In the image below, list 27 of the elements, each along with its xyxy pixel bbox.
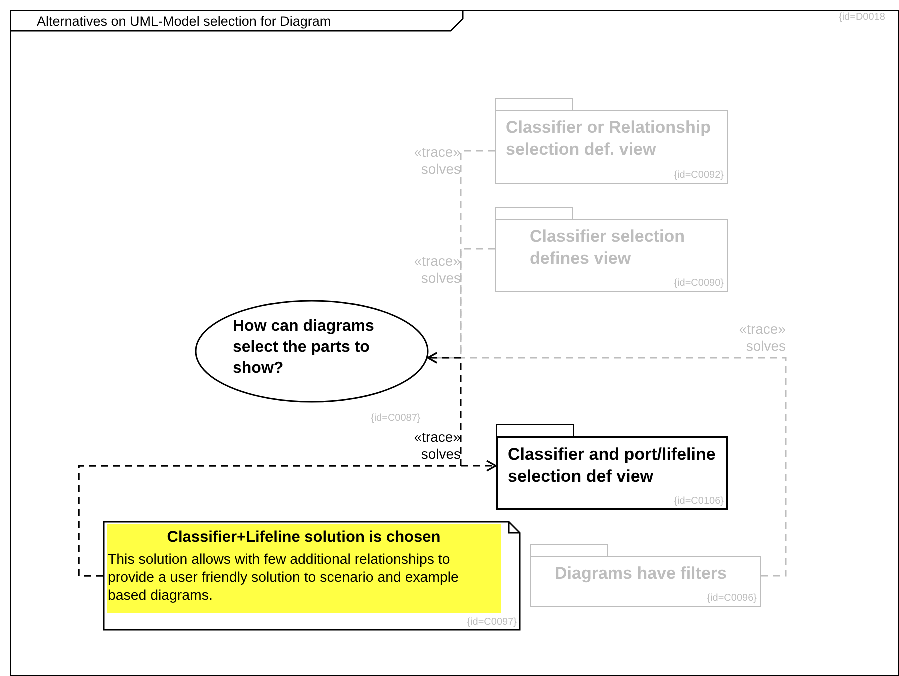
trace-arrow xyxy=(78,460,497,577)
diagram-frame xyxy=(10,10,899,676)
frame-title: Alternatives on UML-Model selection for Diagram xyxy=(36,12,332,31)
package-title: Classifier selection defines view xyxy=(530,226,686,270)
problem-ellipse xyxy=(195,300,429,403)
note-text: This solution allows with few additional relationships to provide a user friendly solution to scenario and example based diagrams. xyxy=(108,551,460,605)
package-title: Classifier and port/lifeline selection def view xyxy=(508,444,717,488)
element-id: {id=C0090} xyxy=(674,278,724,289)
element-id: {id=C0096} xyxy=(707,593,757,604)
edge-label: «trace» solves xyxy=(413,429,461,463)
package-box xyxy=(495,207,728,292)
note-title: Classifier+Lifeline solution is chosen xyxy=(166,529,442,547)
package-box xyxy=(530,544,761,607)
element-id: {id=C0087} xyxy=(371,413,421,424)
note-box xyxy=(103,521,521,631)
element-id: {id=D0018 xyxy=(839,12,886,23)
question-text: How can diagrams select the parts to show? xyxy=(233,317,376,379)
element-id: {id=C0092} xyxy=(674,170,724,181)
edge-label: «trace» solves xyxy=(413,253,461,287)
element-id: {id=C0106} xyxy=(674,496,724,507)
edge-label: «trace» solves xyxy=(413,144,461,178)
element-id: {id=C0097} xyxy=(467,617,517,628)
edge-label: «trace» solves xyxy=(738,321,786,355)
package-title: Diagrams have filters xyxy=(555,563,728,585)
package-box xyxy=(496,424,728,510)
package-box xyxy=(495,98,728,184)
package-title: Classifier or Relationship selection def. view xyxy=(506,117,712,161)
